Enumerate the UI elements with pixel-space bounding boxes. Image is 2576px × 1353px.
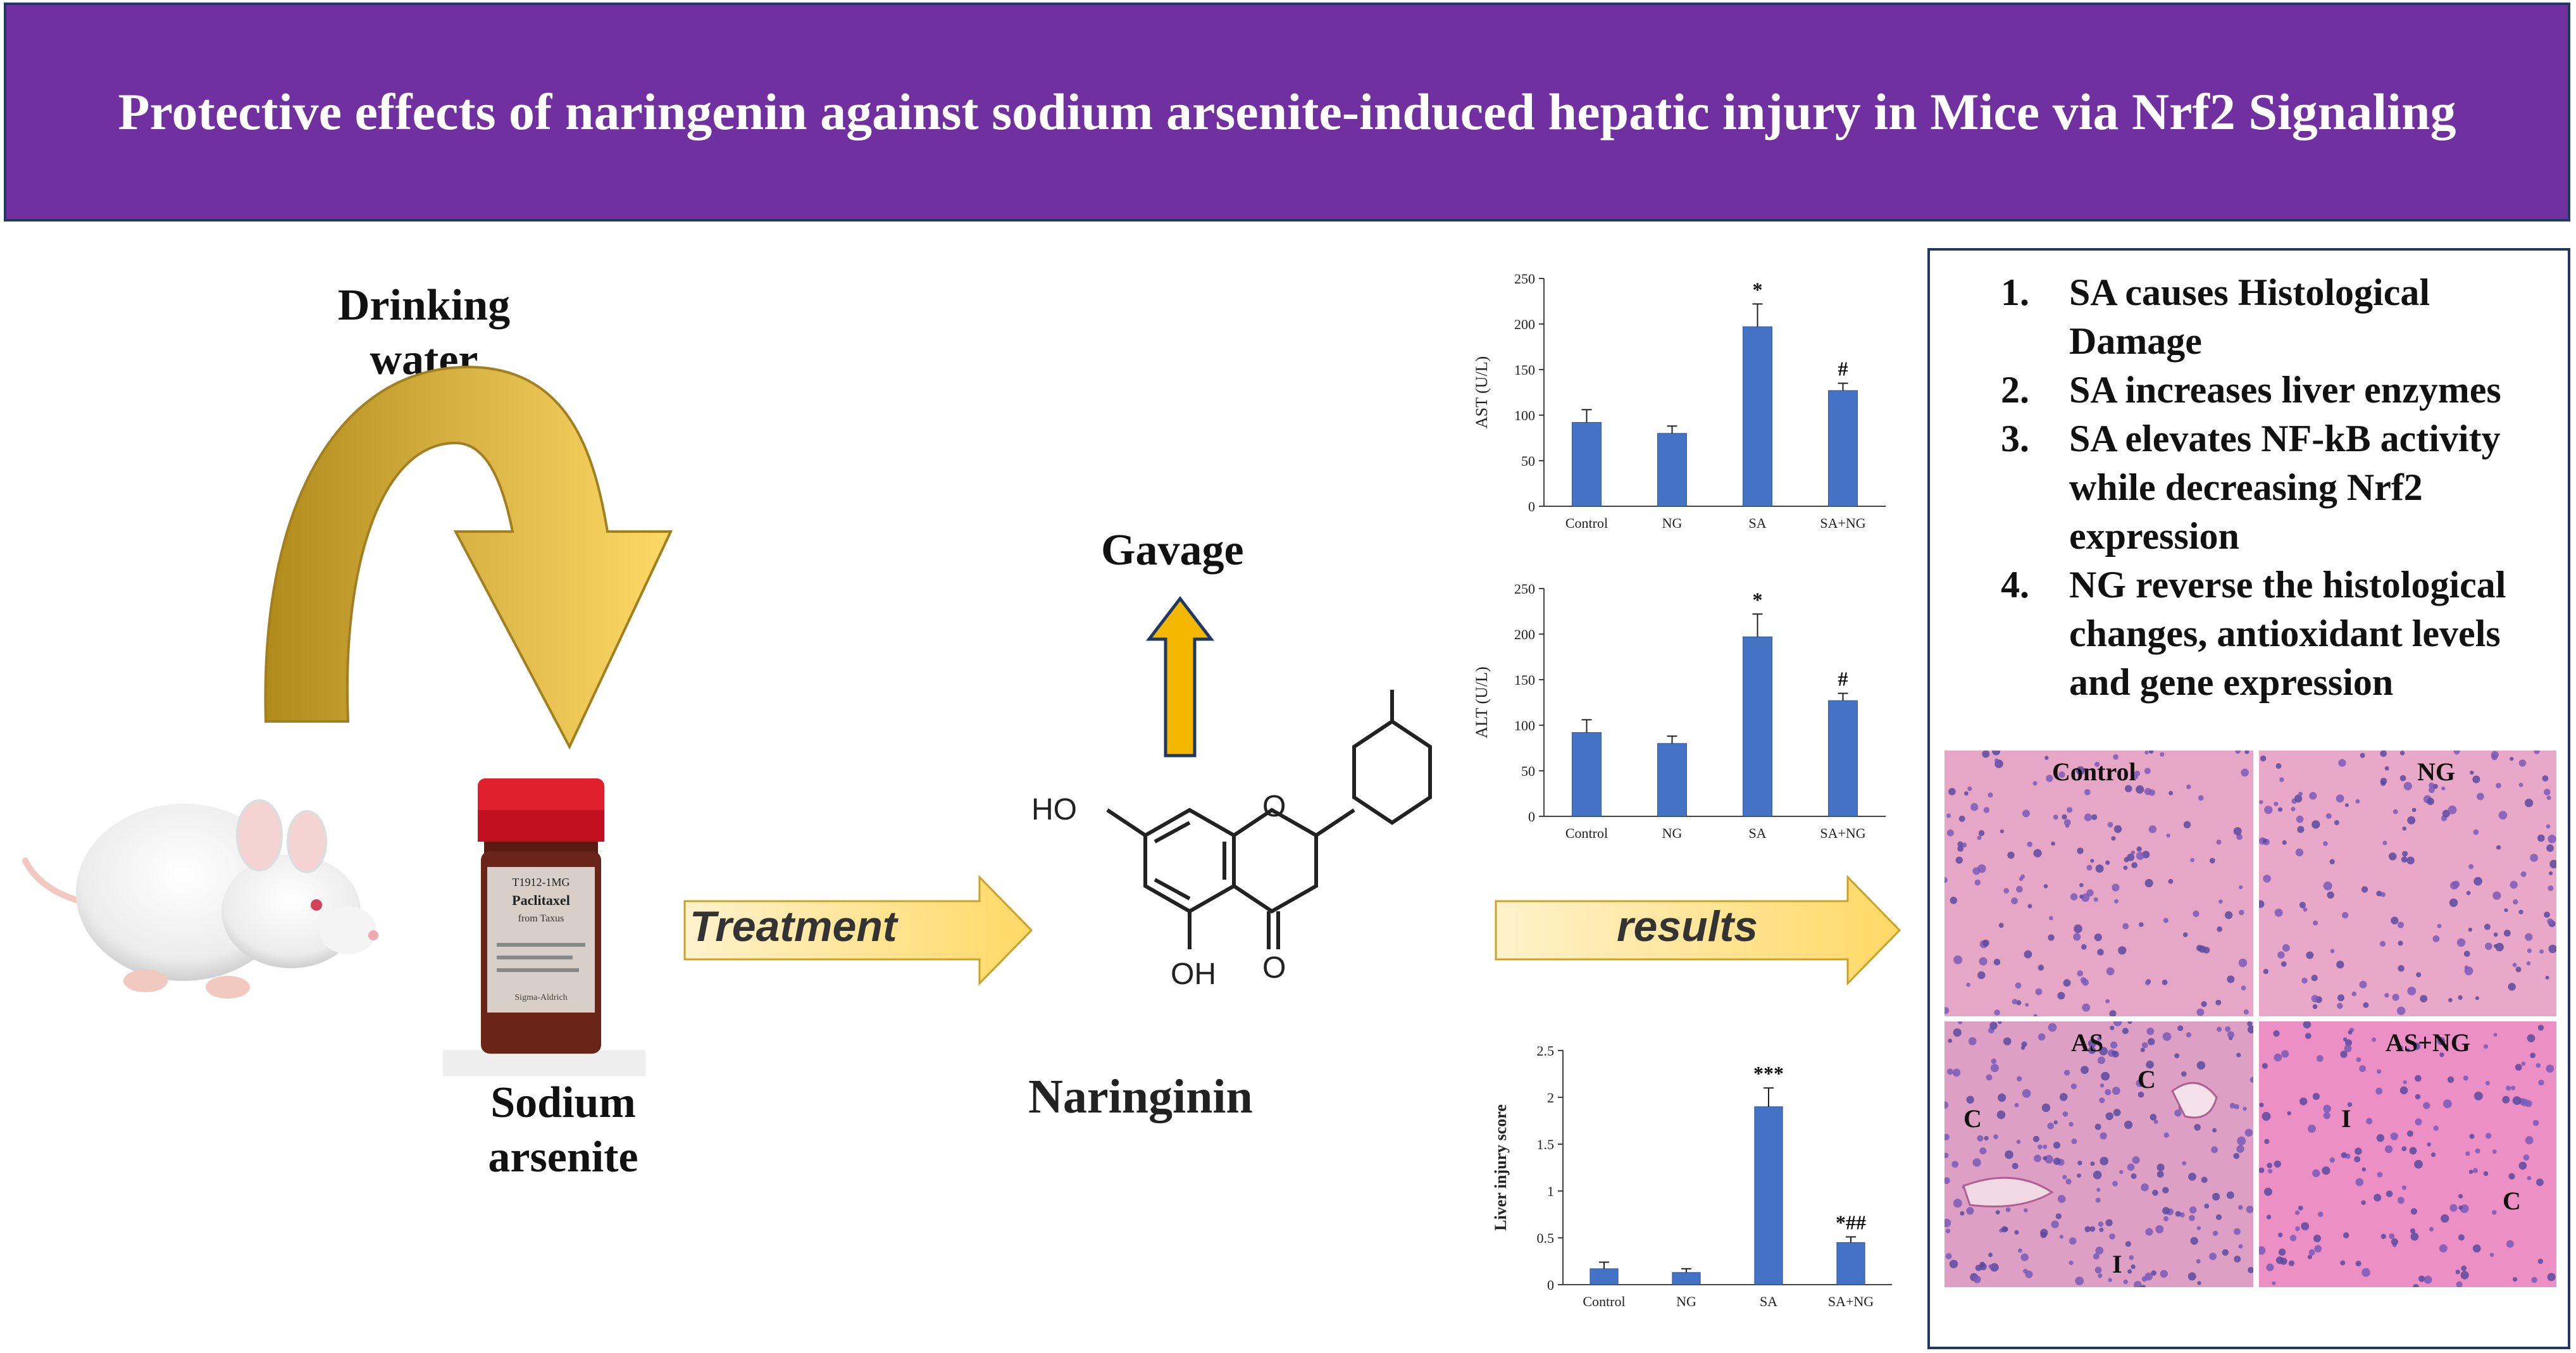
- bar: [1572, 732, 1602, 817]
- finding-item: 4.NG reverse the histological changes, a…: [2001, 564, 2506, 703]
- category-label: SA+NG: [1820, 515, 1865, 531]
- bar: [1754, 1106, 1783, 1285]
- bottle-label-line-1: T1912-1MG: [513, 876, 570, 888]
- significance-label: *##: [1836, 1211, 1866, 1234]
- y-axis-label: AST (U/L): [1472, 356, 1491, 428]
- y-tick-label: 50: [1521, 453, 1535, 469]
- y-tick-label: 1: [1547, 1183, 1554, 1199]
- marker-i: I: [2341, 1104, 2351, 1133]
- title-banner: Protective effects of naringenin against…: [4, 3, 2570, 221]
- bar: [1657, 743, 1687, 817]
- keto-oxygen-label: O: [1262, 951, 1286, 985]
- category-label: SA: [1748, 825, 1766, 841]
- mouse-image: [22, 799, 378, 999]
- finding-item: 2.SA increases liver enzymes: [2001, 369, 2501, 411]
- bar: [1836, 1242, 1865, 1285]
- bar: [1743, 326, 1772, 507]
- y-tick-label: 150: [1514, 672, 1535, 688]
- y-tick-label: 150: [1514, 362, 1535, 378]
- category-label: SA+NG: [1828, 1294, 1874, 1309]
- results-label: results: [1617, 902, 1758, 951]
- bar: [1828, 700, 1858, 817]
- y-tick-label: 250: [1514, 271, 1535, 287]
- significance-label: #: [1838, 358, 1848, 380]
- y-axis-label: Liver injury score: [1491, 1104, 1510, 1231]
- y-axis-label: ALT (U/L): [1472, 666, 1491, 738]
- treatment-label: Treatment: [690, 902, 897, 951]
- findings-panel: 1.SA causes Histological Damage 2.SA inc…: [1927, 248, 2570, 1349]
- category-label: Control: [1565, 515, 1608, 531]
- sodium-arsenite-bottle: T1912-1MG Paclitaxel from Taxus Sigma-Al…: [443, 778, 645, 1076]
- histology-as: AS C C I: [1944, 1021, 2253, 1287]
- hydroxyl-label: HO: [1031, 793, 1077, 826]
- bar: [1572, 422, 1602, 507]
- y-tick-label: 200: [1514, 316, 1535, 332]
- histology-as-ng: AS+NG I C: [2259, 1021, 2556, 1287]
- category-label: NG: [1676, 1294, 1696, 1309]
- bar: [1672, 1272, 1701, 1285]
- bottle-label-line-2: Paclitaxel: [512, 892, 570, 908]
- y-tick-label: 250: [1514, 581, 1535, 597]
- marker-c: C: [2503, 1187, 2521, 1215]
- histology-ng: NG: [2259, 751, 2556, 1016]
- bottle-label-line-4: Sigma-Aldrich: [514, 993, 567, 1002]
- y-tick-label: 0: [1547, 1277, 1554, 1293]
- gavage-arrow-icon: [1145, 595, 1215, 758]
- naringenin-structure: HO OH O O: [1031, 690, 1432, 991]
- histology-label: AS: [2071, 1028, 2104, 1057]
- y-tick-label: 1.5: [1537, 1137, 1555, 1152]
- finding-item: 3.SA elevates NF-kB activity while decre…: [2001, 418, 2501, 557]
- category-label: Control: [1565, 825, 1608, 841]
- histology-label: AS+NG: [2386, 1028, 2470, 1057]
- findings-list: 1.SA causes Histological Damage 2.SA inc…: [1974, 268, 2544, 707]
- page-title: Protective effects of naringenin against…: [118, 83, 2456, 140]
- hydroxyl-label-2: OH: [1171, 957, 1216, 991]
- category-label: Control: [1583, 1294, 1625, 1309]
- y-tick-label: 50: [1521, 763, 1535, 779]
- compound-name: Naringinin: [1028, 1070, 1253, 1123]
- category-label: NG: [1662, 825, 1683, 841]
- bottle-label-line-3: from Taxus: [518, 913, 564, 924]
- significance-label: ***: [1753, 1062, 1784, 1085]
- y-tick-label: 0: [1528, 809, 1535, 825]
- bar: [1828, 390, 1858, 507]
- finding-item: 1.SA causes Histological Damage: [2001, 271, 2430, 362]
- histology-label: Control: [2052, 758, 2136, 786]
- bar: [1590, 1268, 1619, 1285]
- category-label: SA: [1748, 515, 1766, 531]
- marker-c: C: [1963, 1104, 1982, 1133]
- y-tick-label: 2: [1547, 1090, 1554, 1106]
- ring-oxygen-label: O: [1262, 790, 1286, 823]
- bar: [1743, 636, 1772, 817]
- y-tick-label: 0: [1528, 499, 1535, 514]
- gavage-label: Gavage: [1101, 526, 1244, 575]
- histology-control: Control: [1944, 751, 2253, 1016]
- significance-label: *: [1753, 278, 1763, 301]
- bar: [1657, 433, 1687, 507]
- marker-c: C: [2137, 1065, 2156, 1094]
- y-tick-label: 100: [1514, 408, 1535, 423]
- y-tick-label: 200: [1514, 627, 1535, 642]
- drinking-water-label: Drinking water: [337, 281, 511, 384]
- significance-label: *: [1753, 588, 1763, 611]
- y-tick-label: 100: [1514, 718, 1535, 733]
- histology-label: NG: [2417, 758, 2455, 786]
- curved-arrow-icon: [264, 365, 673, 750]
- significance-label: #: [1838, 668, 1848, 690]
- y-tick-label: 2.5: [1537, 1043, 1555, 1059]
- y-tick-label: 0.5: [1537, 1230, 1555, 1246]
- results-arrow-icon: [1495, 875, 1901, 986]
- category-label: SA+NG: [1820, 825, 1865, 841]
- treatment-arrow-icon: [683, 875, 1033, 986]
- sodium-arsenite-label: Sodium arsenite: [488, 1078, 638, 1182]
- category-label: SA: [1760, 1294, 1777, 1309]
- marker-i: I: [2112, 1250, 2122, 1278]
- category-label: NG: [1662, 515, 1683, 531]
